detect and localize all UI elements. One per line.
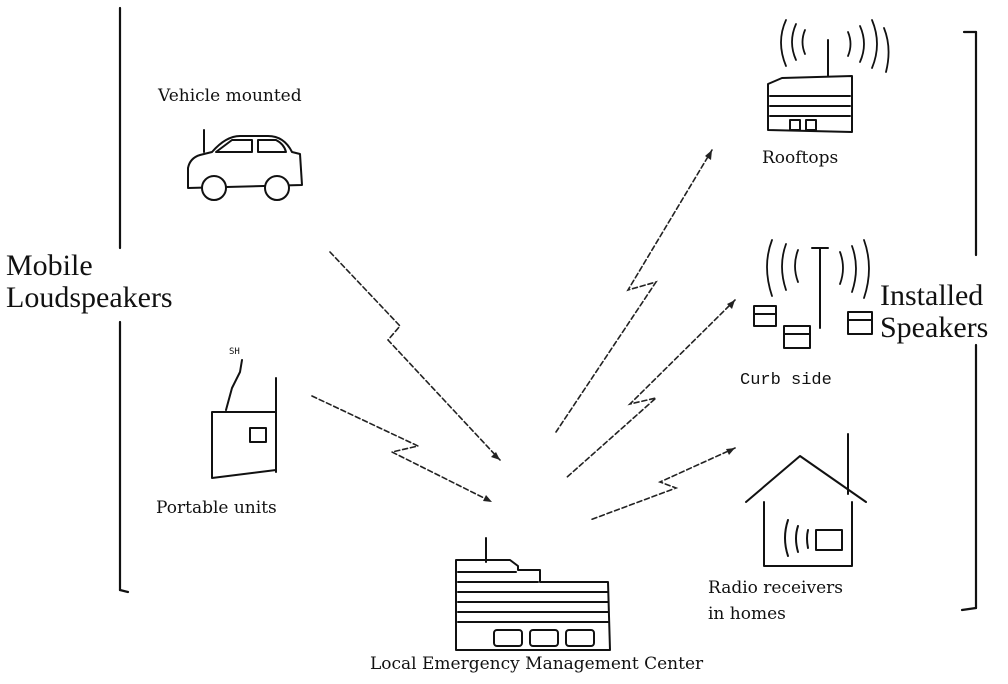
- arrowhead-curb: [727, 300, 735, 309]
- mobile-group-label-line2: Loudspeakers: [6, 280, 173, 314]
- homes-label: Radio receivers in homes: [708, 576, 843, 627]
- rooftops-label: Rooftops: [762, 148, 839, 168]
- link-homes-to-center: [589, 447, 736, 521]
- mobile-group-label: Mobile Loudspeakers: [6, 250, 173, 313]
- portable-label: Portable units: [156, 498, 277, 518]
- rooftop-sound-waves-icon: [780, 19, 890, 73]
- installed-group-bracket: [960, 30, 978, 612]
- arrowhead-rooftops: [705, 150, 712, 160]
- homes-label-line1: Radio receivers: [708, 578, 844, 598]
- link-rooftops-to-center: [555, 149, 713, 433]
- arrowhead-portable: [483, 495, 492, 502]
- link-portable-to-center: [311, 395, 493, 503]
- homes-label-line2: in homes: [708, 603, 786, 624]
- link-vehicle-to-center: [329, 251, 501, 461]
- curb-side-pole-icon: [811, 247, 829, 329]
- house-icon: [745, 433, 867, 567]
- arrowhead-vehicle: [491, 452, 500, 460]
- installed-group-label-line2: Speakers: [880, 310, 989, 344]
- arrowhead-homes: [726, 448, 735, 455]
- rooftop-building-icon: [767, 39, 853, 133]
- mobile-group-label-line1: Mobile: [6, 249, 93, 282]
- mobile-group-bracket: [118, 6, 130, 594]
- curb-side-sound-waves-icon: [766, 239, 870, 299]
- portable-radio-icon: SH: [211, 347, 277, 479]
- svg-text:SH: SH: [229, 347, 240, 357]
- curb-side-box-icon: [753, 305, 873, 349]
- car-icon: [187, 129, 303, 201]
- curb-label: Curb side: [740, 371, 832, 390]
- vehicle-label: Vehicle mounted: [158, 86, 302, 106]
- center-label: Local Emergency Management Center: [370, 654, 704, 674]
- center-building-icon: [455, 537, 611, 651]
- installed-group-label-line1: Installed: [880, 279, 984, 312]
- installed-group-label: Installed Speakers: [880, 280, 988, 343]
- link-curb-to-center: [565, 299, 736, 479]
